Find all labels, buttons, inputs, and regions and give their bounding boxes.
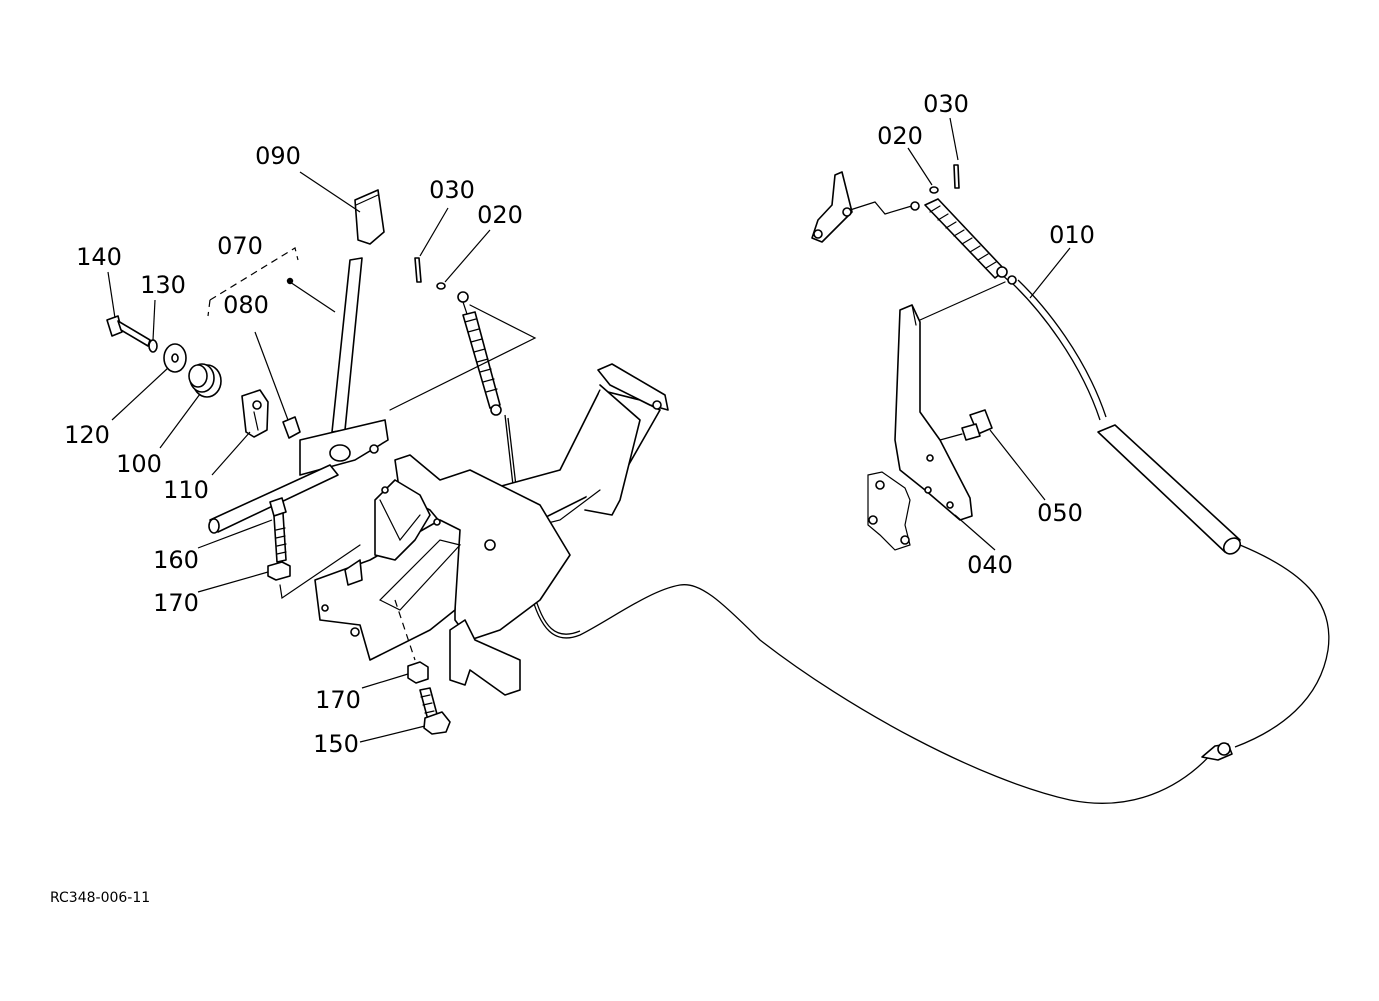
leader-lines	[107, 117, 1071, 743]
callout-070: 070	[217, 232, 263, 260]
callout-020-left: 020	[477, 201, 523, 229]
callout-030-right: 030	[923, 90, 969, 118]
callout-170-lower: 170	[315, 686, 361, 714]
callout-090: 090	[255, 142, 301, 170]
washer-130	[148, 339, 158, 353]
main-bracket	[314, 363, 669, 696]
callout-120: 120	[64, 421, 110, 449]
bolt-150	[419, 687, 451, 735]
bushing-100	[188, 363, 222, 398]
bracket-040	[867, 281, 1006, 551]
callout-140: 140	[76, 243, 122, 271]
bushing-080	[282, 416, 301, 439]
lever-plate-right	[811, 171, 920, 243]
nut-170-lower	[407, 661, 429, 684]
callout-020-right: 020	[877, 122, 923, 150]
callout-030-left: 030	[429, 176, 475, 204]
callout-110: 110	[163, 476, 209, 504]
spring-right	[924, 198, 1017, 285]
fitting-050	[939, 409, 993, 441]
shift-lever-070	[208, 257, 389, 534]
callout-040: 040	[967, 551, 1013, 579]
plate-110	[241, 389, 269, 438]
washer-120	[163, 343, 187, 373]
drawing-code: RC348-006-11	[50, 890, 150, 906]
nut-170-upper	[267, 561, 291, 581]
callout-160: 160	[153, 546, 199, 574]
callout-130: 130	[140, 271, 186, 299]
pin-030-left	[414, 257, 422, 283]
bolt-160	[269, 497, 287, 563]
spring-left	[457, 291, 502, 416]
callout-050: 050	[1037, 499, 1083, 527]
callout-010: 010	[1049, 221, 1095, 249]
pin-030-right	[953, 164, 960, 189]
callout-150: 150	[313, 730, 359, 758]
cable-010	[504, 198, 1330, 804]
washer-020-right	[929, 186, 939, 194]
callout-100: 100	[116, 450, 162, 478]
callout-170-upper: 170	[153, 589, 199, 617]
knob-090	[354, 189, 385, 245]
washer-020-left	[436, 282, 446, 290]
callout-080: 080	[223, 291, 269, 319]
bolt-140	[106, 315, 151, 347]
